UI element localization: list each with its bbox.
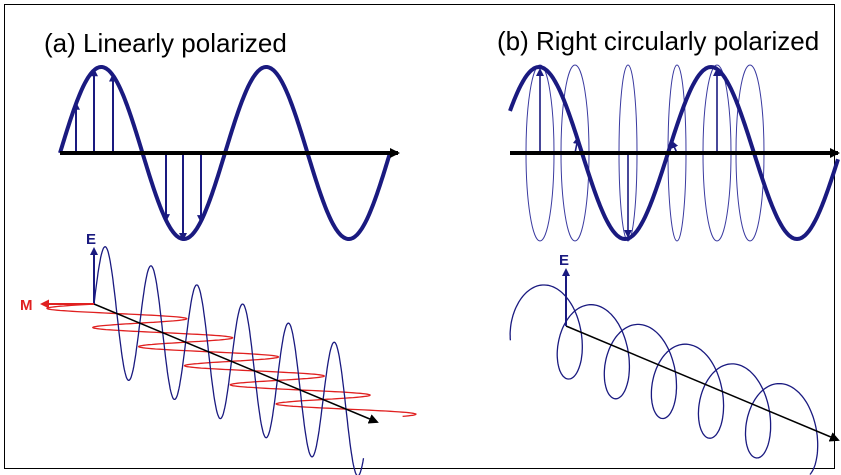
panel-a-title: (a) Linearly polarized [44,28,287,58]
electric-field-wave [93,246,365,475]
field-vector-arrow [572,136,581,154]
b-3d-propagation-axis [565,325,840,442]
magnetic-wave-curve [46,303,417,418]
circular-wave-2d [508,64,840,242]
panel-b-title: (b) Right circularly polarized [497,26,820,56]
figure-frame [4,4,835,469]
circular-wave-curve [508,64,840,242]
b-e-label: E [559,252,569,269]
circular-helix-3d [509,284,819,475]
electric-wave-curve [93,246,365,475]
a-e-label: E [86,231,96,248]
a-3d-propagation-axis [93,303,379,424]
helix-curve [509,284,819,475]
a-m-label: M [20,297,33,314]
magnetic-field-wave [46,303,417,418]
